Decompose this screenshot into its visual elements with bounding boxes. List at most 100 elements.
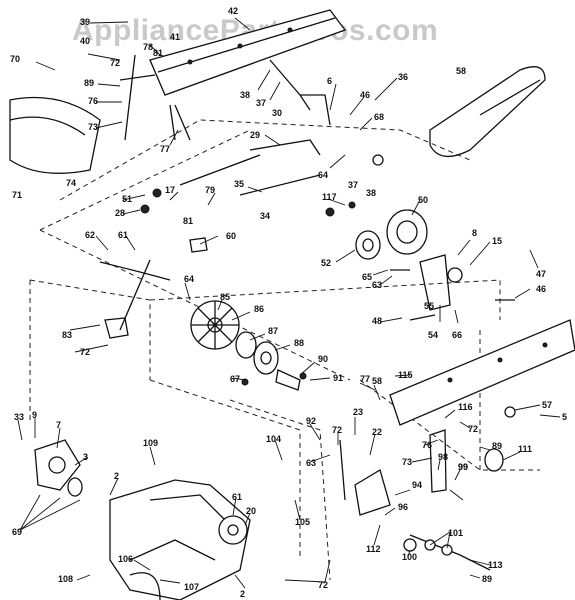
callout-51: 51 (122, 194, 132, 204)
callout-115: 115 (398, 370, 413, 380)
callout-91: 91 (333, 373, 343, 383)
callout-72: 72 (110, 58, 120, 68)
callout-48: 48 (372, 316, 382, 326)
callout-109: 109 (143, 438, 158, 448)
callout-67: 67 (230, 374, 240, 384)
callout-46: 46 (360, 90, 370, 100)
callout-6: 6 (327, 76, 332, 86)
callout-86: 86 (254, 304, 264, 314)
callout-41: 41 (170, 32, 180, 42)
callout-58: 58 (372, 376, 382, 386)
callout-89: 89 (84, 78, 94, 88)
callout-61: 61 (118, 230, 128, 240)
callout-3: 3 (83, 452, 88, 462)
callout-37: 37 (256, 98, 266, 108)
callout-89: 89 (492, 441, 502, 451)
callout-111: 111 (518, 444, 532, 454)
callout-87: 87 (268, 326, 278, 336)
callout-64: 64 (184, 274, 194, 284)
callout-2: 2 (114, 471, 119, 481)
callout-76: 76 (88, 96, 98, 106)
cooling-fan (190, 300, 240, 350)
callout-71: 71 (12, 190, 22, 200)
callout-73: 73 (402, 457, 412, 467)
callout-20: 20 (246, 506, 256, 516)
callout-63: 63 (306, 458, 316, 468)
callout-72: 72 (80, 347, 90, 357)
callout-28: 28 (115, 208, 125, 218)
hardware (99, 154, 516, 418)
callout-39: 39 (80, 17, 90, 27)
callout-7: 7 (56, 420, 61, 430)
callout-104: 104 (266, 434, 281, 444)
callout-9: 9 (32, 410, 37, 420)
callout-101: 101 (448, 528, 463, 538)
callout-60: 60 (226, 231, 236, 241)
callout-17: 17 (165, 185, 175, 195)
transaxle (109, 479, 251, 600)
callout-112: 112 (366, 544, 381, 554)
callout-65: 65 (362, 272, 372, 282)
callout-22: 22 (372, 427, 382, 437)
upper-frame-rail (149, 9, 347, 96)
callout-33: 33 (14, 412, 24, 422)
callout-37: 37 (348, 180, 358, 190)
callout-113: 113 (488, 560, 503, 570)
callout-107: 107 (184, 582, 199, 592)
callout-81: 81 (153, 48, 163, 58)
callout-70: 70 (10, 54, 20, 64)
callout-99: 99 (458, 462, 468, 472)
callout-23: 23 (353, 407, 363, 417)
callout-35: 35 (234, 179, 244, 189)
callout-38: 38 (240, 90, 250, 100)
callout-90: 90 (318, 354, 328, 364)
callout-8: 8 (472, 228, 477, 238)
callout-88: 88 (294, 338, 304, 348)
callout-72: 72 (318, 580, 328, 590)
callout-81: 81 (183, 216, 193, 226)
callout-36: 36 (398, 72, 408, 82)
callout-92: 92 (306, 416, 316, 426)
body-panel (9, 96, 101, 174)
callout-108: 108 (58, 574, 73, 584)
callout-47: 47 (536, 269, 546, 279)
callout-61: 61 (232, 492, 242, 502)
callout-72: 72 (332, 425, 342, 435)
callout-69: 69 (12, 527, 22, 537)
callout-116: 116 (458, 402, 473, 412)
callout-78: 78 (143, 42, 153, 52)
callout-73: 73 (88, 122, 98, 132)
callout-5: 5 (562, 412, 567, 422)
callout-15: 15 (492, 236, 502, 246)
callout-106: 106 (118, 554, 133, 564)
callout-42: 42 (228, 6, 238, 16)
callout-99: 99 (458, 462, 468, 472)
callout-83: 83 (62, 330, 72, 340)
callout-76: 76 (422, 440, 432, 450)
leader-lines (17, 17, 561, 589)
callout-85: 85 (220, 292, 230, 302)
callout-105: 105 (295, 517, 310, 527)
callout-54: 54 (428, 330, 438, 340)
callout-100: 100 (402, 552, 417, 562)
callout-40: 40 (80, 36, 90, 46)
callout-77: 77 (160, 144, 170, 154)
callout-66: 66 (452, 330, 462, 340)
callout-34: 34 (260, 211, 270, 221)
callout-62: 62 (85, 230, 95, 240)
right-frame-rail (389, 319, 575, 426)
callout-46: 46 (536, 284, 546, 294)
callout-89: 89 (482, 574, 492, 584)
callout-64: 64 (318, 170, 328, 180)
callout-52: 52 (321, 258, 331, 268)
linkage-upper (119, 54, 331, 196)
callout-63: 63 (372, 280, 382, 290)
callout-74: 74 (66, 178, 76, 188)
callout-29: 29 (250, 130, 260, 140)
callout-55: 55 (424, 301, 434, 311)
wheel-hub (34, 439, 83, 497)
hose (129, 572, 161, 600)
callout-98: 98 (438, 452, 448, 462)
